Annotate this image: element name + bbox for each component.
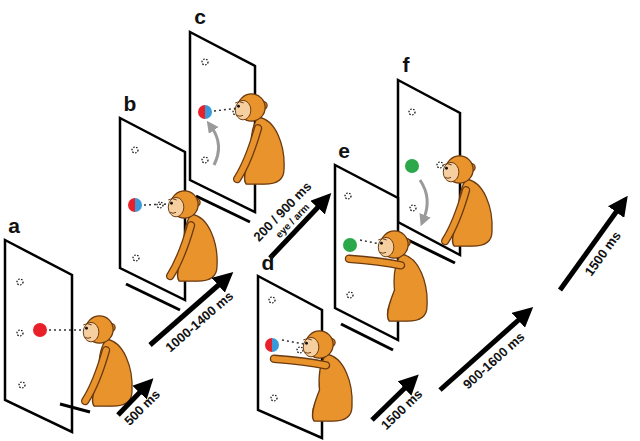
panel-letter: f	[403, 54, 410, 75]
panel-letter: a	[8, 215, 20, 236]
panel-f	[398, 80, 492, 263]
panel-a	[5, 240, 132, 432]
panel-e	[335, 165, 427, 350]
timeline-arrows	[118, 204, 619, 420]
panel-letter: c	[194, 6, 206, 27]
panel-d	[258, 276, 352, 438]
panel-b	[120, 118, 217, 310]
panel-letter: b	[124, 93, 137, 114]
panel-letter: d	[262, 252, 275, 273]
panel-letter: e	[338, 140, 350, 161]
panel-c	[190, 32, 284, 222]
